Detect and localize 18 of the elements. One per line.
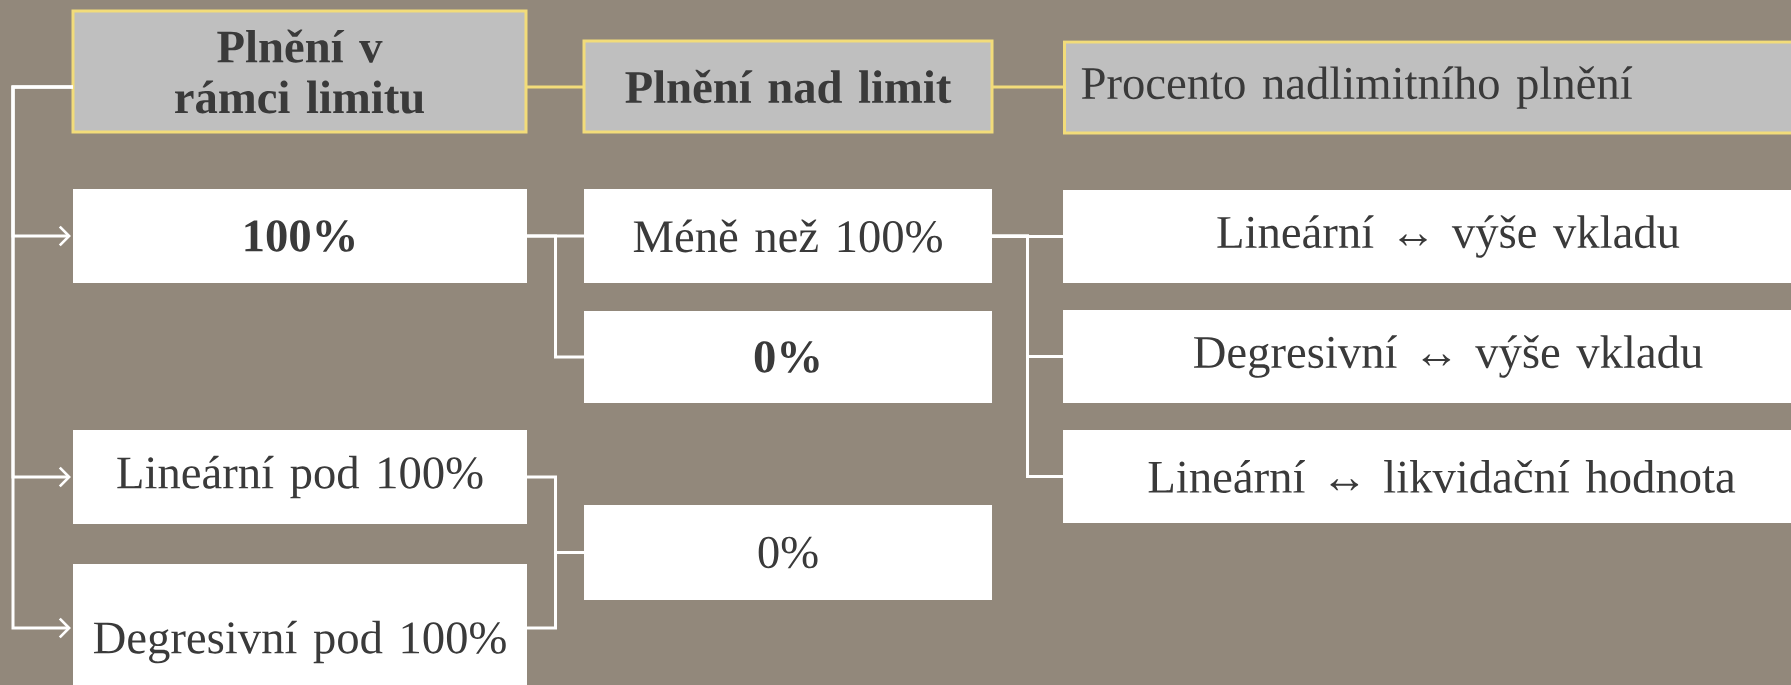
- text-box: Degresivní ↔ výše vkladu: [1063, 310, 1791, 403]
- connector-line: [526, 85, 584, 89]
- header-box: Procento nadlimitního plnění: [1063, 40, 1791, 135]
- text-box: 0%: [584, 311, 992, 403]
- text-box: Lineární ↔ výše vkladu: [1063, 190, 1791, 283]
- connector-line: [527, 234, 584, 359]
- header-box: Plnění nad limit: [582, 39, 994, 134]
- header-box: Plnění v rámci limitu: [71, 9, 528, 134]
- connector-line: [992, 85, 1063, 89]
- text-box: Lineární pod 100%: [73, 430, 527, 524]
- arrow: [11, 85, 73, 639]
- text-box: Degresivní pod 100%: [73, 564, 527, 685]
- text-box: 0%: [584, 505, 992, 600]
- connector-line: [992, 234, 1063, 478]
- text-box: 100%: [73, 189, 527, 283]
- connector-line: [527, 551, 584, 630]
- text-box: Lineární ↔ likvidační hodnota: [1063, 430, 1791, 523]
- text-box: Méně než 100%: [584, 189, 992, 283]
